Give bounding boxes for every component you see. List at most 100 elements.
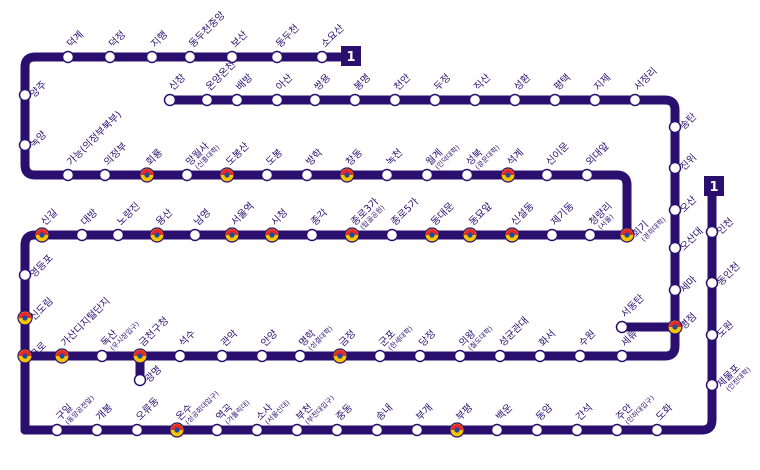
transfer-marker-red-icon <box>36 229 48 235</box>
station-marker-icon <box>180 168 194 182</box>
station-label: 도봉 <box>264 147 286 169</box>
transfer-marker-red-icon <box>426 229 438 235</box>
station-label: 동대문 <box>429 200 457 228</box>
station-marker-icon <box>388 93 402 107</box>
station-marker-icon <box>270 93 284 107</box>
transfer-marker-center-icon <box>39 232 45 238</box>
station-marker-icon <box>545 228 559 242</box>
station-marker-icon <box>385 228 399 242</box>
station-marker-icon <box>230 93 244 107</box>
station-marker-icon <box>668 241 682 255</box>
station-label: 창동 <box>344 147 366 169</box>
station-label: 수원 <box>577 328 599 350</box>
station-label: 두정 <box>432 72 454 94</box>
transfer-marker-center-icon <box>154 232 160 238</box>
track-guro-to-byeongjeom <box>20 95 680 361</box>
station-label: 서정리 <box>632 65 660 93</box>
station-label: 외대앞 <box>584 140 612 168</box>
station-label: 봉명 <box>352 72 374 94</box>
transfer-marker-center-icon <box>174 427 180 433</box>
station-label: 개봉 <box>94 402 116 424</box>
station-marker-icon <box>413 349 427 363</box>
svg-text:1: 1 <box>709 180 718 195</box>
station-label: 평택 <box>552 72 574 94</box>
station-label: 안양 <box>259 328 281 350</box>
transfer-marker-red-icon <box>266 229 278 235</box>
station-label: 성균관대 <box>497 315 532 350</box>
station-ganeung[interactable]: 가능(의정부북부) <box>61 109 125 182</box>
station-marker-icon <box>348 93 362 107</box>
station-label: 간석 <box>574 402 596 424</box>
station-marker-icon <box>163 93 177 107</box>
station-label: 서동탄 <box>619 292 647 320</box>
station-label: 신설동 <box>509 200 537 228</box>
transfer-marker-red-icon <box>171 424 183 430</box>
station-label: 온양온천 <box>204 59 239 94</box>
station-label: 종각 <box>309 207 331 229</box>
station-marker-icon <box>305 228 319 242</box>
station-marker-icon <box>50 423 64 437</box>
station-label: 덕계 <box>65 29 87 51</box>
station-label: 신길 <box>38 206 60 228</box>
station-label: 석계 <box>505 147 527 169</box>
station-label: 지행 <box>149 29 171 51</box>
station-marker-icon <box>308 93 322 107</box>
station-label: 동묘앞 <box>467 200 495 228</box>
station-marker-icon <box>95 349 109 363</box>
station-marker-icon <box>370 423 384 437</box>
station-marker-icon <box>75 228 89 242</box>
station-label: 회룡 <box>144 147 166 169</box>
station-label: 금정 <box>337 328 359 350</box>
station-label: 지제 <box>592 72 614 94</box>
track-soyosan-to-cheongnyangni <box>20 52 632 240</box>
station-label: 동인천 <box>715 260 743 288</box>
station-marker-icon <box>583 228 597 242</box>
transfer-marker-center-icon <box>22 315 28 321</box>
transfer-marker-center-icon <box>22 353 28 359</box>
station-marker-icon <box>705 378 719 392</box>
station-marker-icon <box>225 50 239 64</box>
transfer-marker-red-icon <box>141 169 153 175</box>
station-marker-icon <box>90 423 104 437</box>
station-marker-icon <box>628 93 642 107</box>
station-marker-icon <box>573 349 587 363</box>
station-label: 덕정 <box>107 29 129 51</box>
station-label: 소요산 <box>319 22 347 50</box>
transfer-marker-center-icon <box>505 172 511 178</box>
transfer-marker-center-icon <box>454 427 460 433</box>
transfer-marker-red-icon <box>621 229 633 235</box>
station-label: 신이문 <box>544 140 572 168</box>
station-label: 부평 <box>454 402 476 424</box>
station-marker-icon <box>580 168 594 182</box>
station-marker-icon <box>210 423 224 437</box>
station-label: 오산대 <box>678 225 706 253</box>
station-marker-icon <box>380 168 394 182</box>
transfer-marker-red-icon <box>226 229 238 235</box>
transfer-marker-red-icon <box>221 169 233 175</box>
station-marker-icon <box>18 138 32 152</box>
station-marker-icon <box>98 168 112 182</box>
station-marker-icon <box>530 423 544 437</box>
station-label: 직산 <box>472 72 494 94</box>
station-marker-icon <box>61 168 75 182</box>
station-label: 영등포 <box>28 252 56 280</box>
station-marker-icon <box>588 93 602 107</box>
station-marker-icon <box>260 168 274 182</box>
station-label: 도봉산 <box>224 140 252 168</box>
station-marker-icon <box>130 423 144 437</box>
station-marker-icon <box>290 423 304 437</box>
transfer-marker-red-icon <box>151 229 163 235</box>
transfer-marker-red-icon <box>506 229 518 235</box>
station-marker-icon <box>420 168 434 182</box>
station-label: 대방 <box>79 207 101 229</box>
station-label: 석수 <box>177 328 199 350</box>
station-marker-icon <box>705 276 719 290</box>
station-marker-icon <box>493 349 507 363</box>
transfer-marker-center-icon <box>59 353 65 359</box>
station-label: 신창 <box>167 72 189 94</box>
transfer-marker-red-icon <box>464 229 476 235</box>
station-marker-icon <box>103 50 117 64</box>
transfer-marker-center-icon <box>337 353 343 359</box>
transfer-marker-red-icon <box>134 350 146 356</box>
station-marker-icon <box>330 423 344 437</box>
